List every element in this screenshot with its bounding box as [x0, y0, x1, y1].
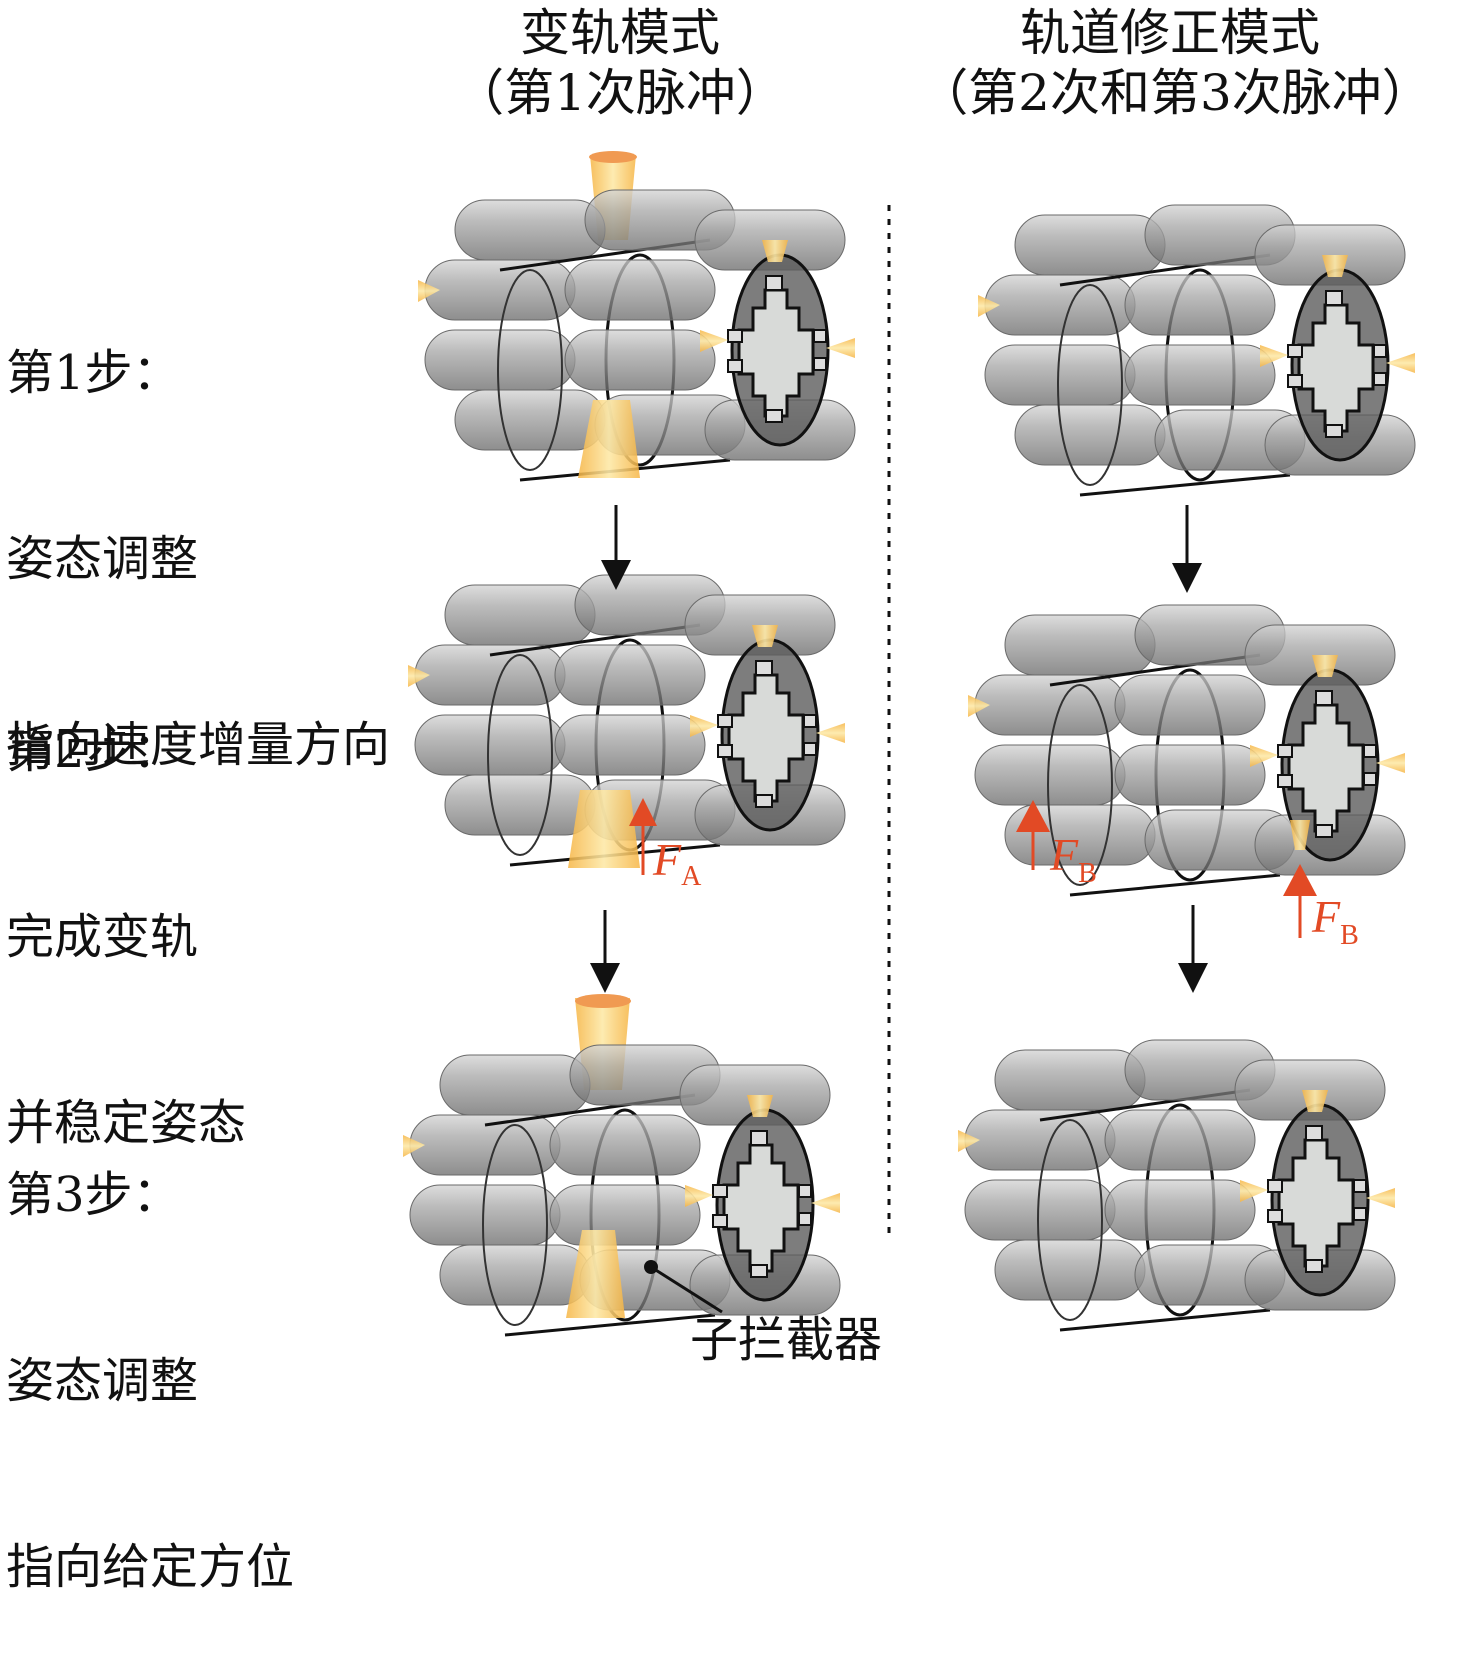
- vehicle-left-step-3: [403, 994, 840, 1335]
- vehicle-left-step-1: [418, 151, 855, 480]
- force-arrow-fa: [629, 798, 657, 875]
- left-column-title: 变轨模式: [520, 4, 720, 62]
- left-column-subtitle: （第1次脉冲）: [454, 64, 786, 122]
- force-arrow-fb-1: [1016, 800, 1050, 870]
- vehicle-right-step-2: [968, 605, 1405, 895]
- step-1-line-1: 姿态调整: [6, 531, 199, 587]
- force-label-fb-2: FB: [1311, 891, 1359, 951]
- step-3-line-2: 指向给定方位: [6, 1539, 295, 1595]
- vehicle-right-step-3: [958, 1040, 1395, 1330]
- vehicle-left-step-2: [408, 575, 845, 868]
- step-2-text: 第2步： 完成变轨 并稳定姿态: [6, 596, 246, 1216]
- right-column-subtitle: （第2次和第3次脉冲）: [918, 64, 1432, 122]
- callout-label: 子拦截器: [690, 1312, 882, 1368]
- step-1-title: 第1步：: [6, 345, 181, 401]
- step-2-line-2: 并稳定姿态: [6, 1095, 247, 1151]
- force-label-fb-1: FB: [1049, 829, 1097, 889]
- vehicle-right-step-1: [978, 205, 1415, 495]
- step-3-title: 第3步：: [6, 1167, 181, 1223]
- callout-pointer: [644, 1260, 723, 1314]
- force-arrow-fb-2: [1283, 864, 1317, 938]
- step-2-line-1: 完成变轨: [6, 909, 199, 965]
- step-1-line-2: 指向速度增量方向: [6, 717, 391, 773]
- diagram-canvas: FA FB FB 子拦截器: [0, 151, 1476, 1368]
- right-column-title: 轨道修正模式: [1020, 4, 1320, 62]
- step-2-title: 第2步：: [6, 723, 181, 779]
- step-1-text: 第1步： 姿态调整 指向速度增量方向: [6, 218, 390, 838]
- force-label-fa: FA: [652, 834, 702, 892]
